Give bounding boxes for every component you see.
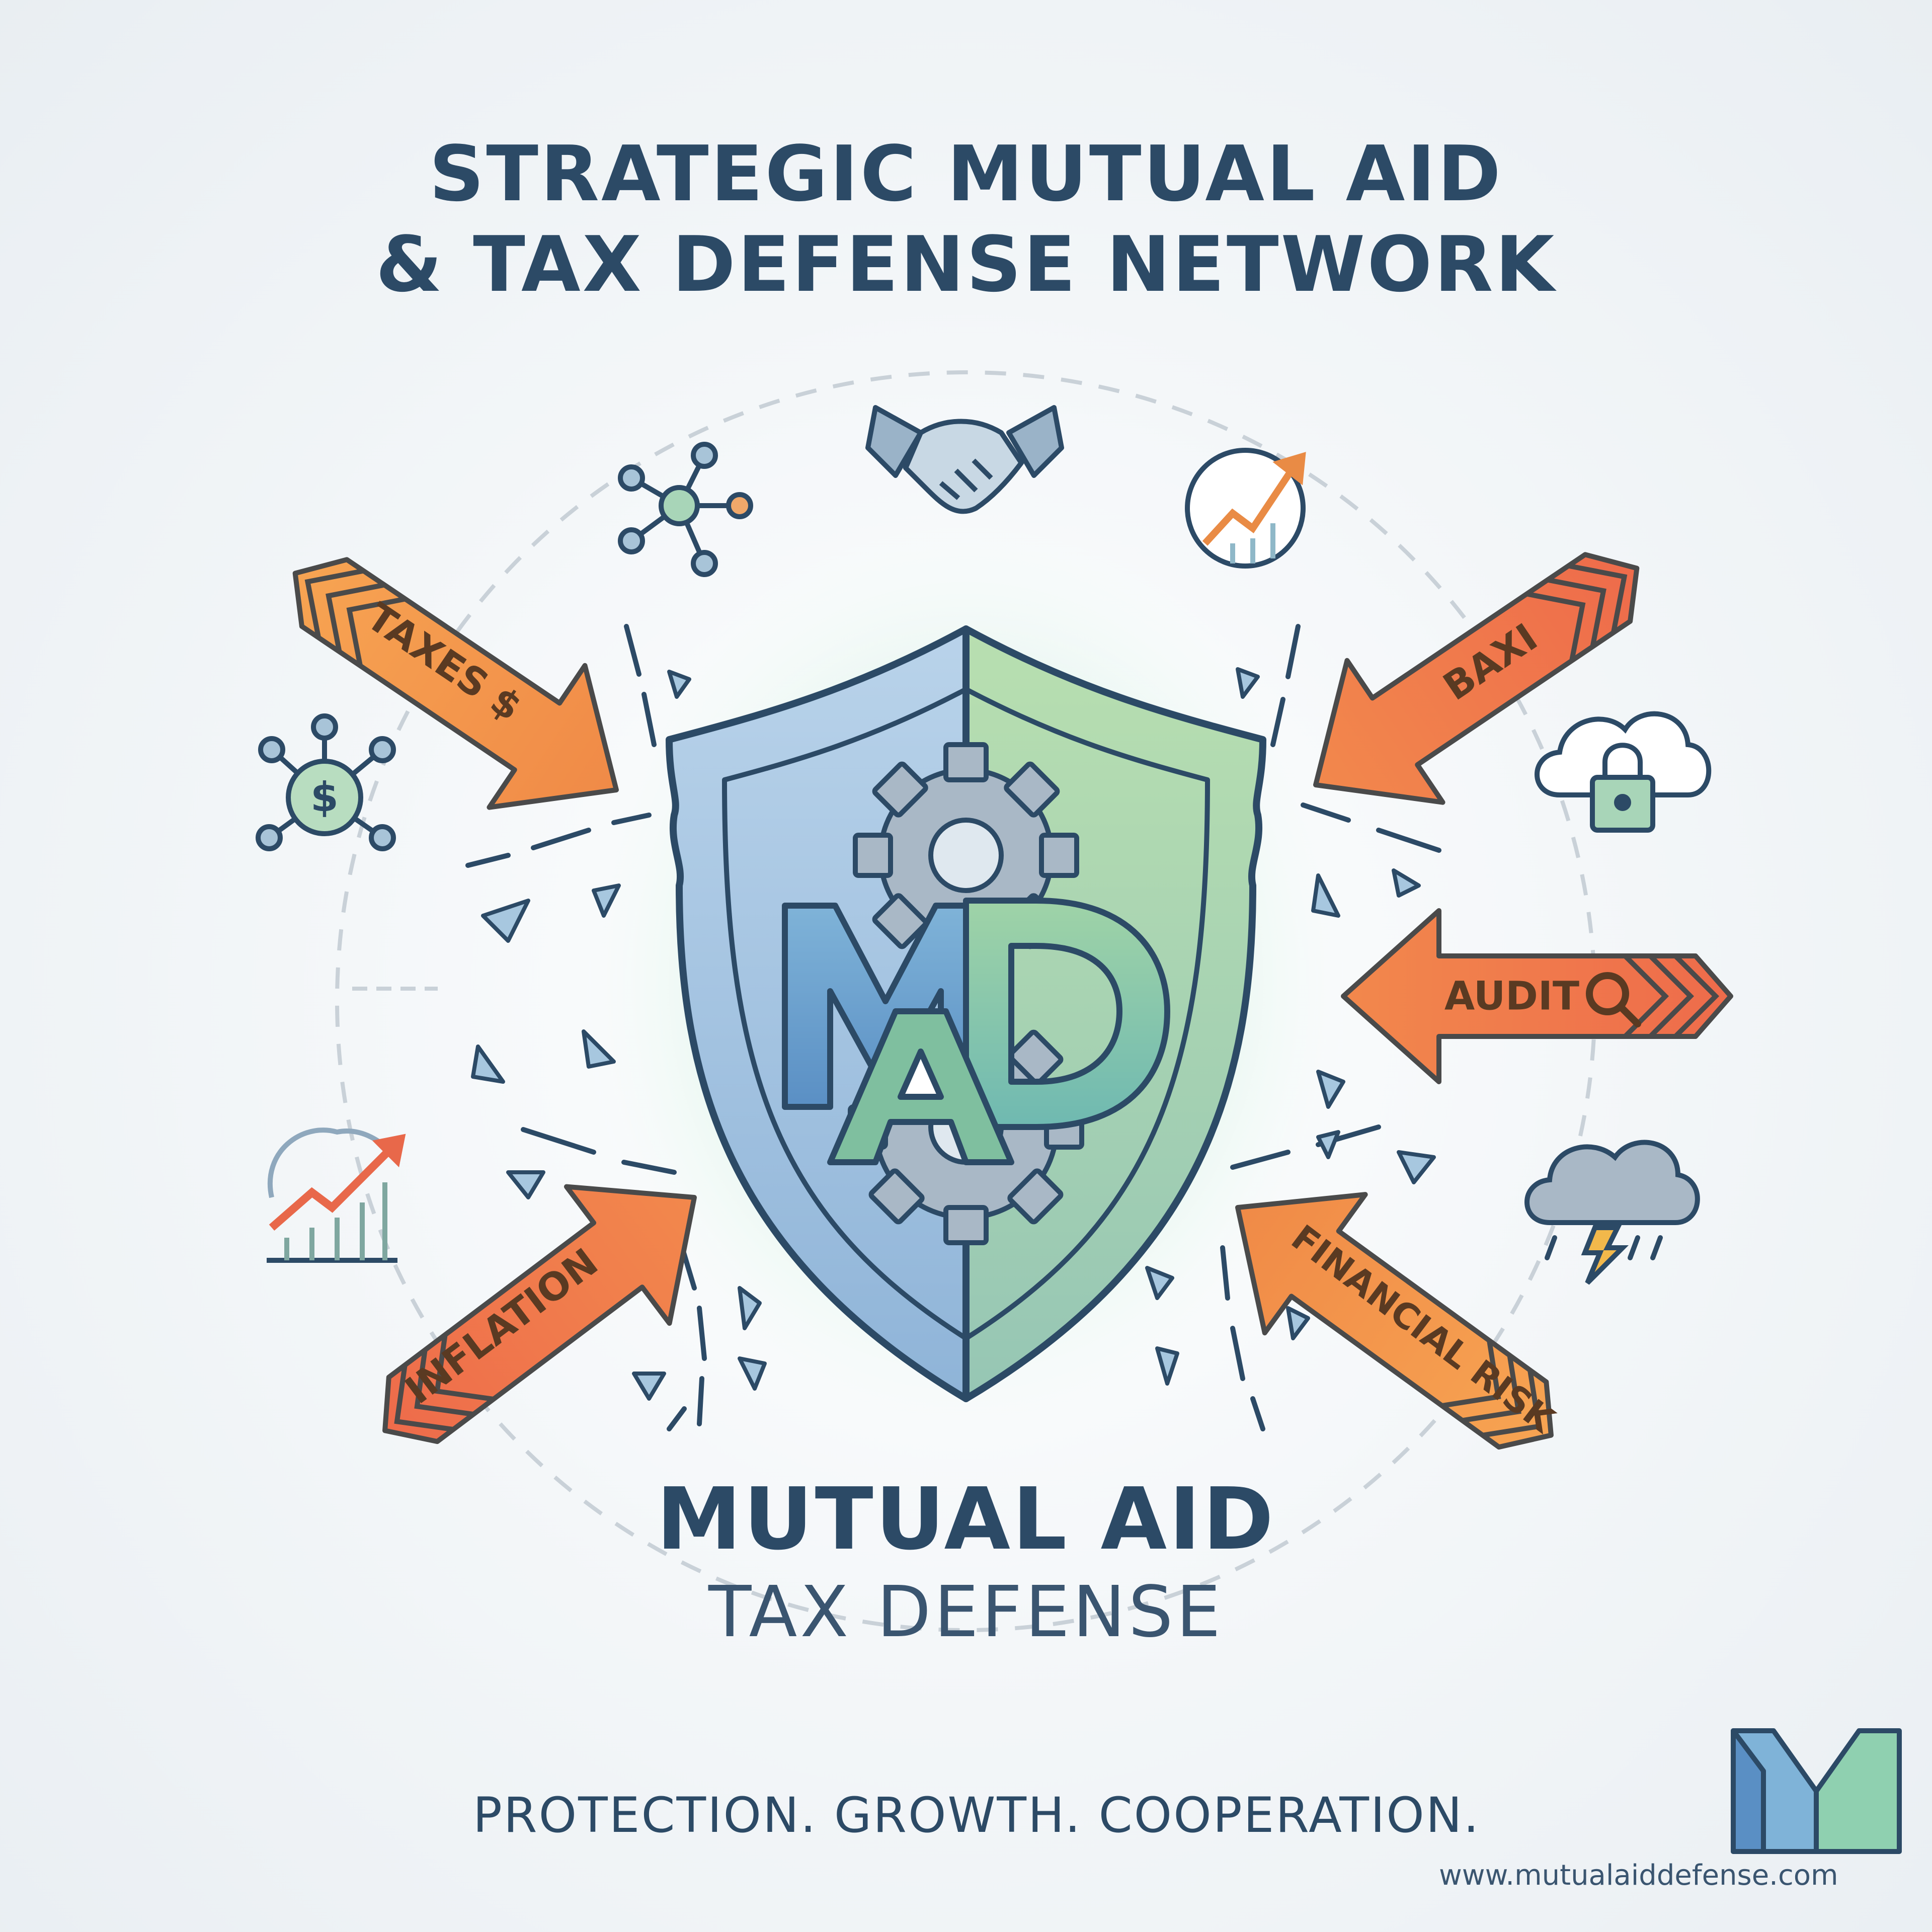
- brand-subtitle: TAX DEFENSE: [708, 1571, 1224, 1653]
- dollar-sign: $: [310, 774, 339, 821]
- network-nodes-icon: [618, 442, 753, 577]
- magnifier-icon: [1586, 972, 1641, 1027]
- shield-inner-rim: [722, 687, 1210, 1341]
- title-line-2: & TAX DEFENSE NETWORK: [375, 220, 1557, 309]
- handshake-icon: [865, 405, 1064, 514]
- footer-logo-icon: [1731, 1728, 1902, 1854]
- storm-cloud-icon: [1524, 1140, 1700, 1285]
- brand-name: MUTUAL AID: [656, 1470, 1276, 1569]
- title-line-1: STRATEGIC MUTUAL AID: [429, 129, 1503, 218]
- dollar-network-icon: [256, 713, 396, 851]
- emblem-letter-a: [827, 1008, 1014, 1165]
- growth-chart-icon: [1185, 448, 1306, 569]
- rising-chart-icon: [267, 1128, 406, 1263]
- website-link[interactable]: www.mutualaiddefense.com: [1439, 1859, 1838, 1892]
- threat-label-audit: AUDIT: [1444, 974, 1579, 1019]
- threat-label-financial-risk: FINANCIAL RISK: [1284, 1217, 1563, 1442]
- emblem-letter-d: [963, 898, 1170, 1130]
- cloud-lock-icon: [1535, 711, 1712, 833]
- shards: [471, 667, 1436, 1401]
- tagline: PROTECTION. GROWTH. COOPERATION.: [473, 1787, 1481, 1843]
